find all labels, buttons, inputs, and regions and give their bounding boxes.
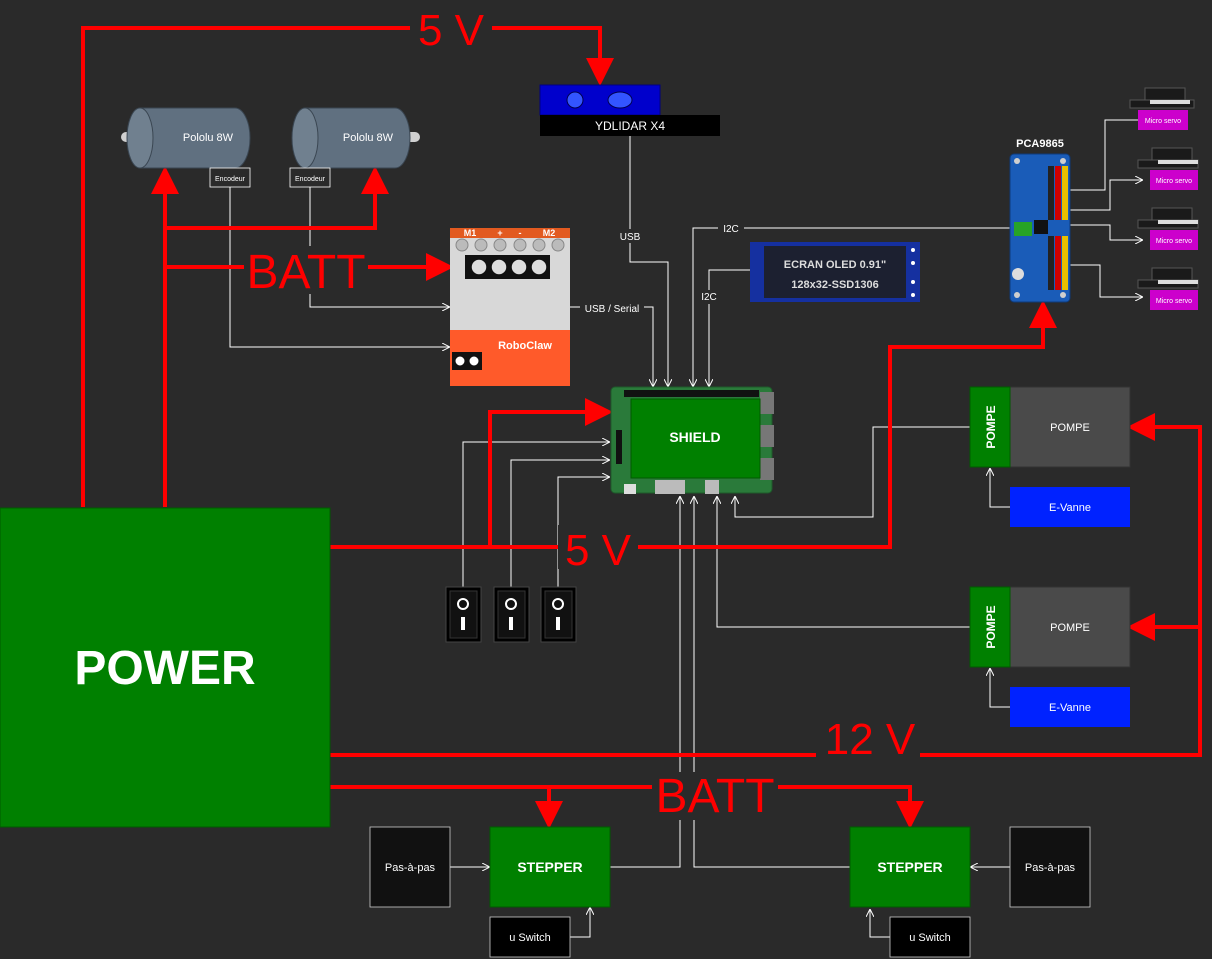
stepper-left-switch: u Switch [489, 916, 571, 958]
motor-right-encoder: Encodeur [295, 176, 326, 183]
pca-board: PCA9865 [1009, 138, 1071, 303]
stepper-right-label: STEPPER [877, 859, 942, 875]
roboclaw-terminal-minus: - [519, 228, 522, 238]
pca-label: PCA9865 [1016, 138, 1064, 150]
shield: SHIELD [610, 386, 774, 494]
lidar: YDLIDAR X4 USB [539, 84, 720, 243]
power-label: POWER [74, 642, 255, 695]
stepper-right-switch-label: u Switch [909, 932, 951, 944]
servo-3: Micro servo [1137, 207, 1199, 250]
stepper-left-motor-label: Pas-à-pas [385, 862, 436, 874]
servo-1-label: Micro servo [1145, 118, 1181, 125]
pump-1-tag: POMPE [984, 405, 998, 448]
switch-3 [540, 586, 577, 643]
power-block: POWER [0, 507, 331, 828]
pca-link-label: I2C [723, 224, 739, 235]
stepper-left: STEPPER [489, 826, 611, 908]
stepper-left-switch-label: u Switch [509, 932, 551, 944]
motor-left: Pololu 8W Encodeur [121, 107, 251, 188]
oled-display: ECRAN OLED 0.91" 128x32-SSD1306 I2C [698, 242, 920, 304]
pump-1: POMPE POMPE [969, 386, 1131, 468]
label-batt-left: BATT [246, 246, 365, 299]
stepper-left-motor: Pas-à-pas [369, 826, 451, 908]
label-batt-bottom: BATT [655, 770, 774, 823]
stepper-right-motor: Pas-à-pas [1009, 826, 1091, 908]
roboclaw-label: RoboClaw [498, 340, 552, 352]
signal-lines [229, 119, 1142, 938]
servo-3-label: Micro servo [1156, 238, 1192, 245]
switch-2 [493, 586, 530, 643]
roboclaw-terminal-plus: + [497, 228, 502, 238]
oled-line1: ECRAN OLED 0.91" [784, 259, 886, 271]
label-12v: 12 V [825, 715, 916, 764]
stepper-left-label: STEPPER [517, 859, 582, 875]
label-5v-top: 5 V [418, 6, 485, 55]
motor-left-label: Pololu 8W [183, 132, 234, 144]
roboclaw-link-label: USB / Serial [585, 304, 639, 315]
lidar-link-label: USB [620, 232, 641, 243]
oled-line2: 128x32-SSD1306 [791, 279, 878, 291]
valve-1-label: E-Vanne [1049, 502, 1091, 514]
stepper-right-switch: u Switch [889, 916, 971, 958]
shield-label: SHIELD [669, 429, 720, 445]
label-5v-mid: 5 V [565, 526, 632, 575]
oled-link-label: I2C [701, 292, 717, 303]
pump-2-label: POMPE [1050, 622, 1090, 634]
pump-2-tag: POMPE [984, 605, 998, 648]
power-labels: 5 V BATT 5 V 12 V BATT [244, 6, 920, 823]
pump-1-label: POMPE [1050, 422, 1090, 434]
valve-2: E-Vanne [1010, 687, 1130, 727]
servo-2-label: Micro servo [1156, 178, 1192, 185]
roboclaw-terminal-m2: M2 [543, 228, 556, 238]
motor-right: Pololu 8W Encodeur [289, 107, 420, 188]
pump-2: POMPE POMPE [969, 586, 1131, 668]
valve-1: E-Vanne [1010, 487, 1130, 527]
servo-4: Micro servo [1137, 267, 1199, 310]
stepper-right: STEPPER [849, 826, 971, 908]
motor-left-encoder: Encodeur [215, 176, 246, 183]
power-lines [81, 26, 1202, 829]
roboclaw: M1 + - M2 RoboClaw USB / Serial [450, 228, 644, 386]
valve-2-label: E-Vanne [1049, 702, 1091, 714]
servo-4-label: Micro servo [1156, 298, 1192, 305]
lidar-label: YDLIDAR X4 [595, 119, 665, 133]
motor-right-label: Pololu 8W [343, 132, 394, 144]
servo-1: Micro servo [1129, 87, 1195, 130]
servo-2: Micro servo [1137, 147, 1199, 190]
stepper-right-motor-label: Pas-à-pas [1025, 862, 1076, 874]
switch-1 [445, 586, 482, 643]
roboclaw-terminal-m1: M1 [464, 228, 477, 238]
